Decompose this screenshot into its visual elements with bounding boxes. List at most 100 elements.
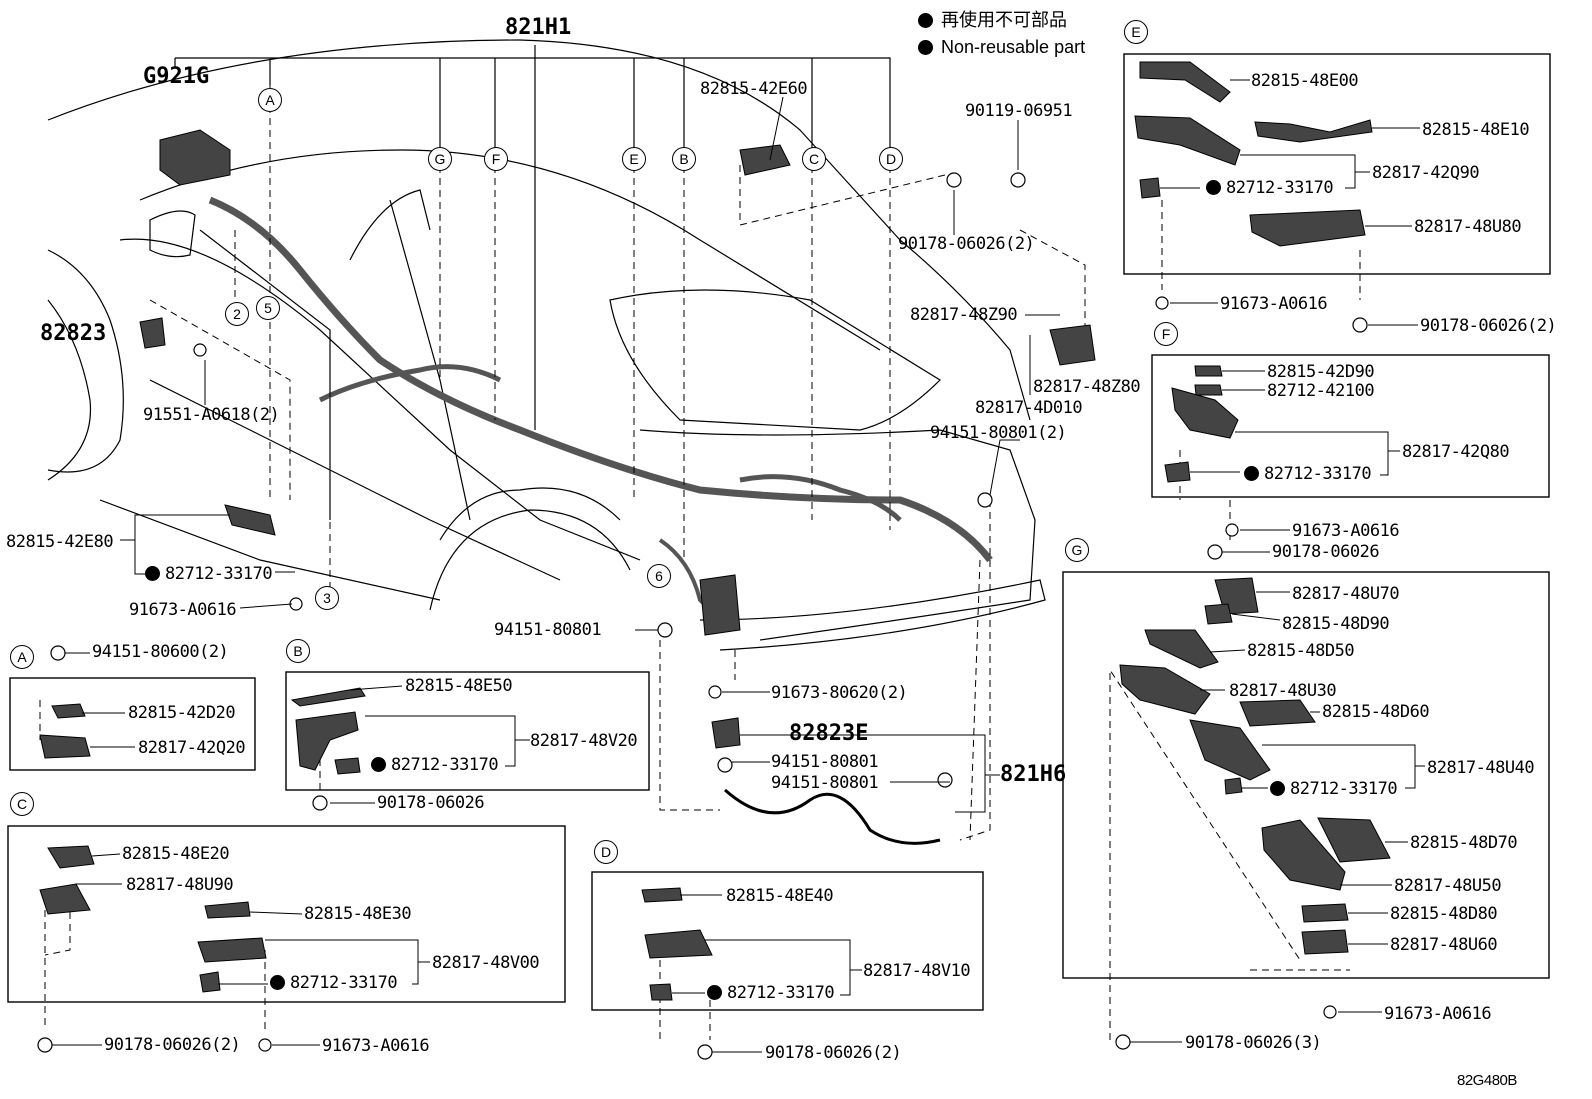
part-number: 82712-33170 [1264, 464, 1372, 484]
mirror [149, 210, 196, 258]
harness-tail-label: 821H6 [1000, 762, 1067, 787]
legend-jp: 再使用不可部品 [918, 8, 1067, 32]
body-line-top [139, 149, 881, 351]
part-label: 82815-48D90 [1282, 614, 1390, 634]
part-g921g-label: G921G [143, 64, 210, 89]
part-label: 82815-42D90 [1267, 362, 1375, 382]
detail-g-tag: G [1065, 538, 1089, 562]
callout-a: A [258, 88, 282, 112]
detail-c-frame [7, 825, 566, 1003]
rocker-line [149, 379, 561, 581]
part-label: 90178-06026 [377, 793, 485, 813]
part-label: 94151-80801 [771, 752, 879, 772]
part-label: 82712-33170 [270, 973, 398, 993]
front-wheel-arch [47, 249, 124, 473]
part-label: 82712-42100 [1267, 381, 1375, 401]
part-label: 82817-48U90 [126, 875, 234, 895]
nut-icon [717, 757, 733, 773]
part-rear-connector-shape [699, 574, 741, 636]
harness-tail [658, 538, 722, 622]
part-82823-shape [139, 317, 166, 349]
callout-b: B [672, 147, 696, 171]
part-label: 82817-48U60 [1390, 935, 1498, 955]
callout-f: F [484, 147, 508, 171]
non-reusable-icon [707, 985, 722, 1000]
rear-wheel-arch [429, 509, 631, 611]
part-label: 82712-33170 [371, 755, 499, 775]
bolt-icon [1323, 1005, 1337, 1019]
part-number: 82712-33170 [391, 755, 499, 775]
part-82815-42e60-shape [739, 144, 791, 176]
detail-c-tag: C [10, 792, 34, 816]
part-label: 94151-80600(2) [92, 642, 229, 662]
detail-a-tag: A [10, 645, 34, 669]
non-reusable-icon [1206, 180, 1221, 195]
part-label: 82817-48U70 [1292, 584, 1400, 604]
non-reusable-icon [270, 975, 285, 990]
part-label: 82817-48U80 [1414, 217, 1522, 237]
part-label: 82815-42D20 [128, 703, 236, 723]
part-label: 82817-42Q90 [1372, 163, 1480, 183]
part-label: 82817-48U30 [1229, 681, 1337, 701]
part-label: 82817-48U40 [1427, 758, 1535, 778]
part-number: 82712-33170 [1290, 779, 1398, 799]
non-reusable-icon [1270, 781, 1285, 796]
part-number: 82712-33170 [1226, 178, 1334, 198]
part-label: 82817-48Z90 [910, 305, 1018, 325]
part-label: 91551-A0618(2) [143, 405, 280, 425]
clip-icon [1207, 544, 1223, 560]
rear-window [609, 289, 941, 431]
part-label: 82817-48V10 [863, 961, 971, 981]
part-82817-48z80-shape [1049, 324, 1096, 366]
part-label: 82815-48E20 [122, 844, 230, 864]
part-82823e-label: 82823E [789, 721, 869, 746]
part-label: 91673-A0616 [1384, 1004, 1492, 1024]
part-label: 91673-A0616 [1292, 521, 1400, 541]
rear-deck [639, 429, 1036, 641]
part-label: 82815-48E30 [304, 904, 412, 924]
callout-e: E [622, 147, 646, 171]
nut-icon [977, 492, 993, 508]
nut-icon [657, 622, 673, 638]
nut-icon [50, 645, 66, 661]
door-line-1 [199, 229, 331, 520]
detail-e-frame [1123, 53, 1551, 275]
bolt-icon [1155, 296, 1169, 310]
bolt-icon [946, 172, 962, 188]
part-label: 82712-33170 [145, 564, 273, 584]
part-label: 91673-A0616 [322, 1036, 430, 1056]
part-label: 90178-06026(3) [1185, 1033, 1322, 1053]
part-label: 82815-48D50 [1247, 641, 1355, 661]
harness-main [208, 196, 993, 563]
part-label: 82815-48D60 [1322, 702, 1430, 722]
part-label: 91673-80620(2) [771, 683, 908, 703]
part-label: 82817-42Q80 [1402, 442, 1510, 462]
callout-2: 2 [225, 302, 249, 326]
part-label: 82815-42E80 [6, 532, 114, 552]
part-label: 82815-48E50 [405, 676, 513, 696]
part-label: 82712-33170 [1244, 464, 1372, 484]
part-label: 90178-06026(2) [1420, 316, 1557, 336]
front-fender [47, 299, 92, 481]
body-line-mid [119, 238, 641, 561]
part-label: 82712-33170 [1270, 779, 1398, 799]
bolt-icon [708, 685, 722, 699]
detail-d-tag: D [594, 840, 618, 864]
part-label: 82815-42E60 [700, 79, 808, 99]
bolt-icon [1225, 523, 1239, 537]
harness-rear [739, 474, 902, 522]
harness-label: 821H1 [505, 15, 572, 40]
part-label: 90119-06951 [965, 101, 1073, 121]
part-label: 82817-48V00 [432, 953, 540, 973]
callout-c: C [802, 147, 826, 171]
non-reusable-icon [1244, 466, 1259, 481]
part-label: 82817-48V20 [530, 731, 638, 751]
harness-branch [318, 364, 502, 403]
part-label: 82815-48E10 [1422, 120, 1530, 140]
part-label: 90178-06026 [1272, 542, 1380, 562]
part-label: 90178-06026(2) [104, 1035, 241, 1055]
part-label: 82817-48Z80 [1033, 377, 1141, 397]
clip-icon [1352, 317, 1368, 333]
part-number: 82712-33170 [727, 983, 835, 1003]
